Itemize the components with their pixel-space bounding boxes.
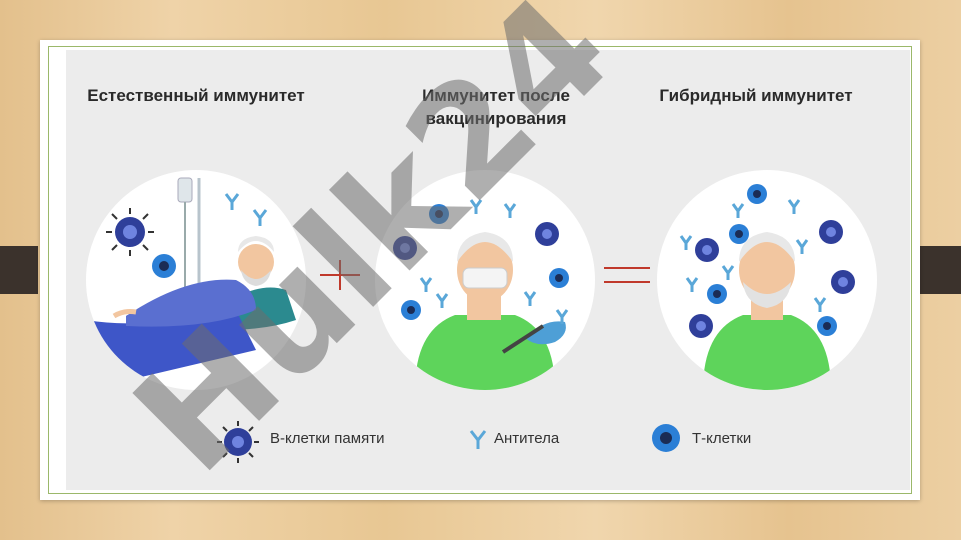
b-cell-icon: [689, 220, 855, 338]
vaccine-immunity-illustration: [375, 170, 595, 390]
legend-t-cell-icon: [650, 422, 682, 459]
legend-b-cell-icon: [216, 420, 260, 469]
left-edge-tab: [0, 246, 38, 294]
t-cell-icon: [152, 254, 176, 278]
t-cell-icon: [707, 184, 837, 336]
hybrid-immunity-illustration: [657, 170, 877, 390]
legend-antibody-icon: [468, 428, 488, 455]
b-cell-icon: [106, 208, 154, 256]
title-vaccine-immunity: Иммунитет после вакцинирования: [422, 86, 570, 128]
natural-immunity-illustration: [86, 170, 306, 390]
antibody-icon: [679, 199, 827, 312]
antibody-icon: [419, 199, 569, 324]
b-cell-icon: [393, 222, 559, 260]
antibody-icon: [224, 193, 268, 226]
legend-b-cells-label: В-клетки памяти: [270, 430, 385, 447]
title-hybrid-immunity: Гибридный иммунитет: [659, 86, 853, 105]
plus-operator: [318, 258, 362, 297]
title-natural-immunity: Естественный иммунитет: [87, 86, 305, 105]
t-cell-icon: [401, 204, 569, 320]
legend-t-cells-label: Т-клетки: [692, 430, 752, 447]
legend-antibodies-label: Антитела: [494, 430, 560, 447]
equals-operator: [602, 258, 652, 297]
